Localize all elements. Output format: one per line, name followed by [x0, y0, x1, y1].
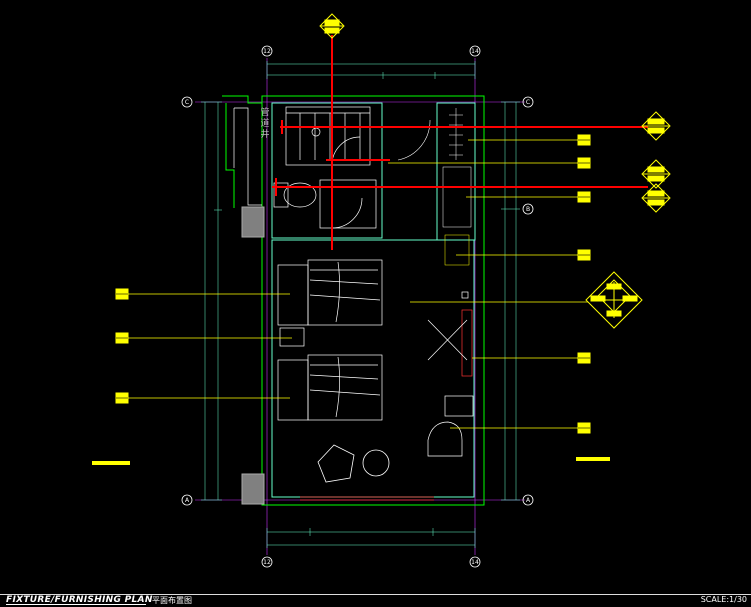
section-lines	[272, 35, 648, 250]
callout-tag-stems-left	[116, 293, 128, 399]
grid-label-top-12: 12	[263, 48, 271, 55]
pipe-shaft	[233, 107, 262, 206]
tv-wall	[427, 291, 473, 377]
title-bar	[0, 594, 751, 607]
grid-label-right-b: B	[526, 206, 530, 213]
elevation-mark-top	[319, 13, 345, 39]
grid-bubbles	[181, 45, 534, 568]
shaft-fill-bottom	[241, 473, 265, 505]
lounge	[317, 444, 390, 483]
nightstand	[279, 327, 305, 347]
entry-door	[397, 119, 431, 161]
grid-label-right-c: C	[526, 99, 530, 106]
grid-label-right-a: A	[526, 497, 531, 504]
callout-tags-left	[115, 288, 129, 404]
level-bar-right	[576, 457, 610, 461]
window	[300, 496, 434, 501]
grid-label-bottom-14: 14	[471, 559, 479, 566]
callout-tags-right	[577, 134, 591, 434]
dimension-lines	[201, 61, 520, 548]
grid-label-bottom-12: 12	[263, 559, 271, 566]
desk-area	[427, 395, 474, 457]
bed-top	[277, 259, 383, 326]
callout-tag-stems-right	[578, 139, 590, 429]
callout-leaders	[128, 139, 588, 429]
grid-label-left-a: A	[185, 497, 190, 504]
elevation-mark-right-1	[641, 111, 671, 141]
plan-title-underline	[6, 604, 146, 605]
bed-bottom	[277, 354, 383, 421]
elevation-mark-right-3	[641, 183, 671, 213]
pipe-shaft-label: 管道井	[260, 108, 270, 140]
walls	[222, 95, 485, 506]
level-bar-left	[92, 461, 130, 465]
elevation-mark-right-2	[641, 159, 671, 189]
grid-label-left-c: C	[185, 99, 189, 106]
plan-title-chinese: 平面布置图	[152, 596, 192, 605]
grid-label-top-14: 14	[471, 48, 479, 55]
plan-title: FIXTURE/FURNISHING PLAN	[6, 595, 153, 605]
scale-label: SCALE:1/30	[700, 595, 747, 604]
elevation-mark-multi	[585, 271, 643, 329]
bathroom-fixtures	[273, 106, 377, 229]
wardrobe	[442, 108, 472, 266]
shaft-fill-top	[241, 206, 265, 238]
